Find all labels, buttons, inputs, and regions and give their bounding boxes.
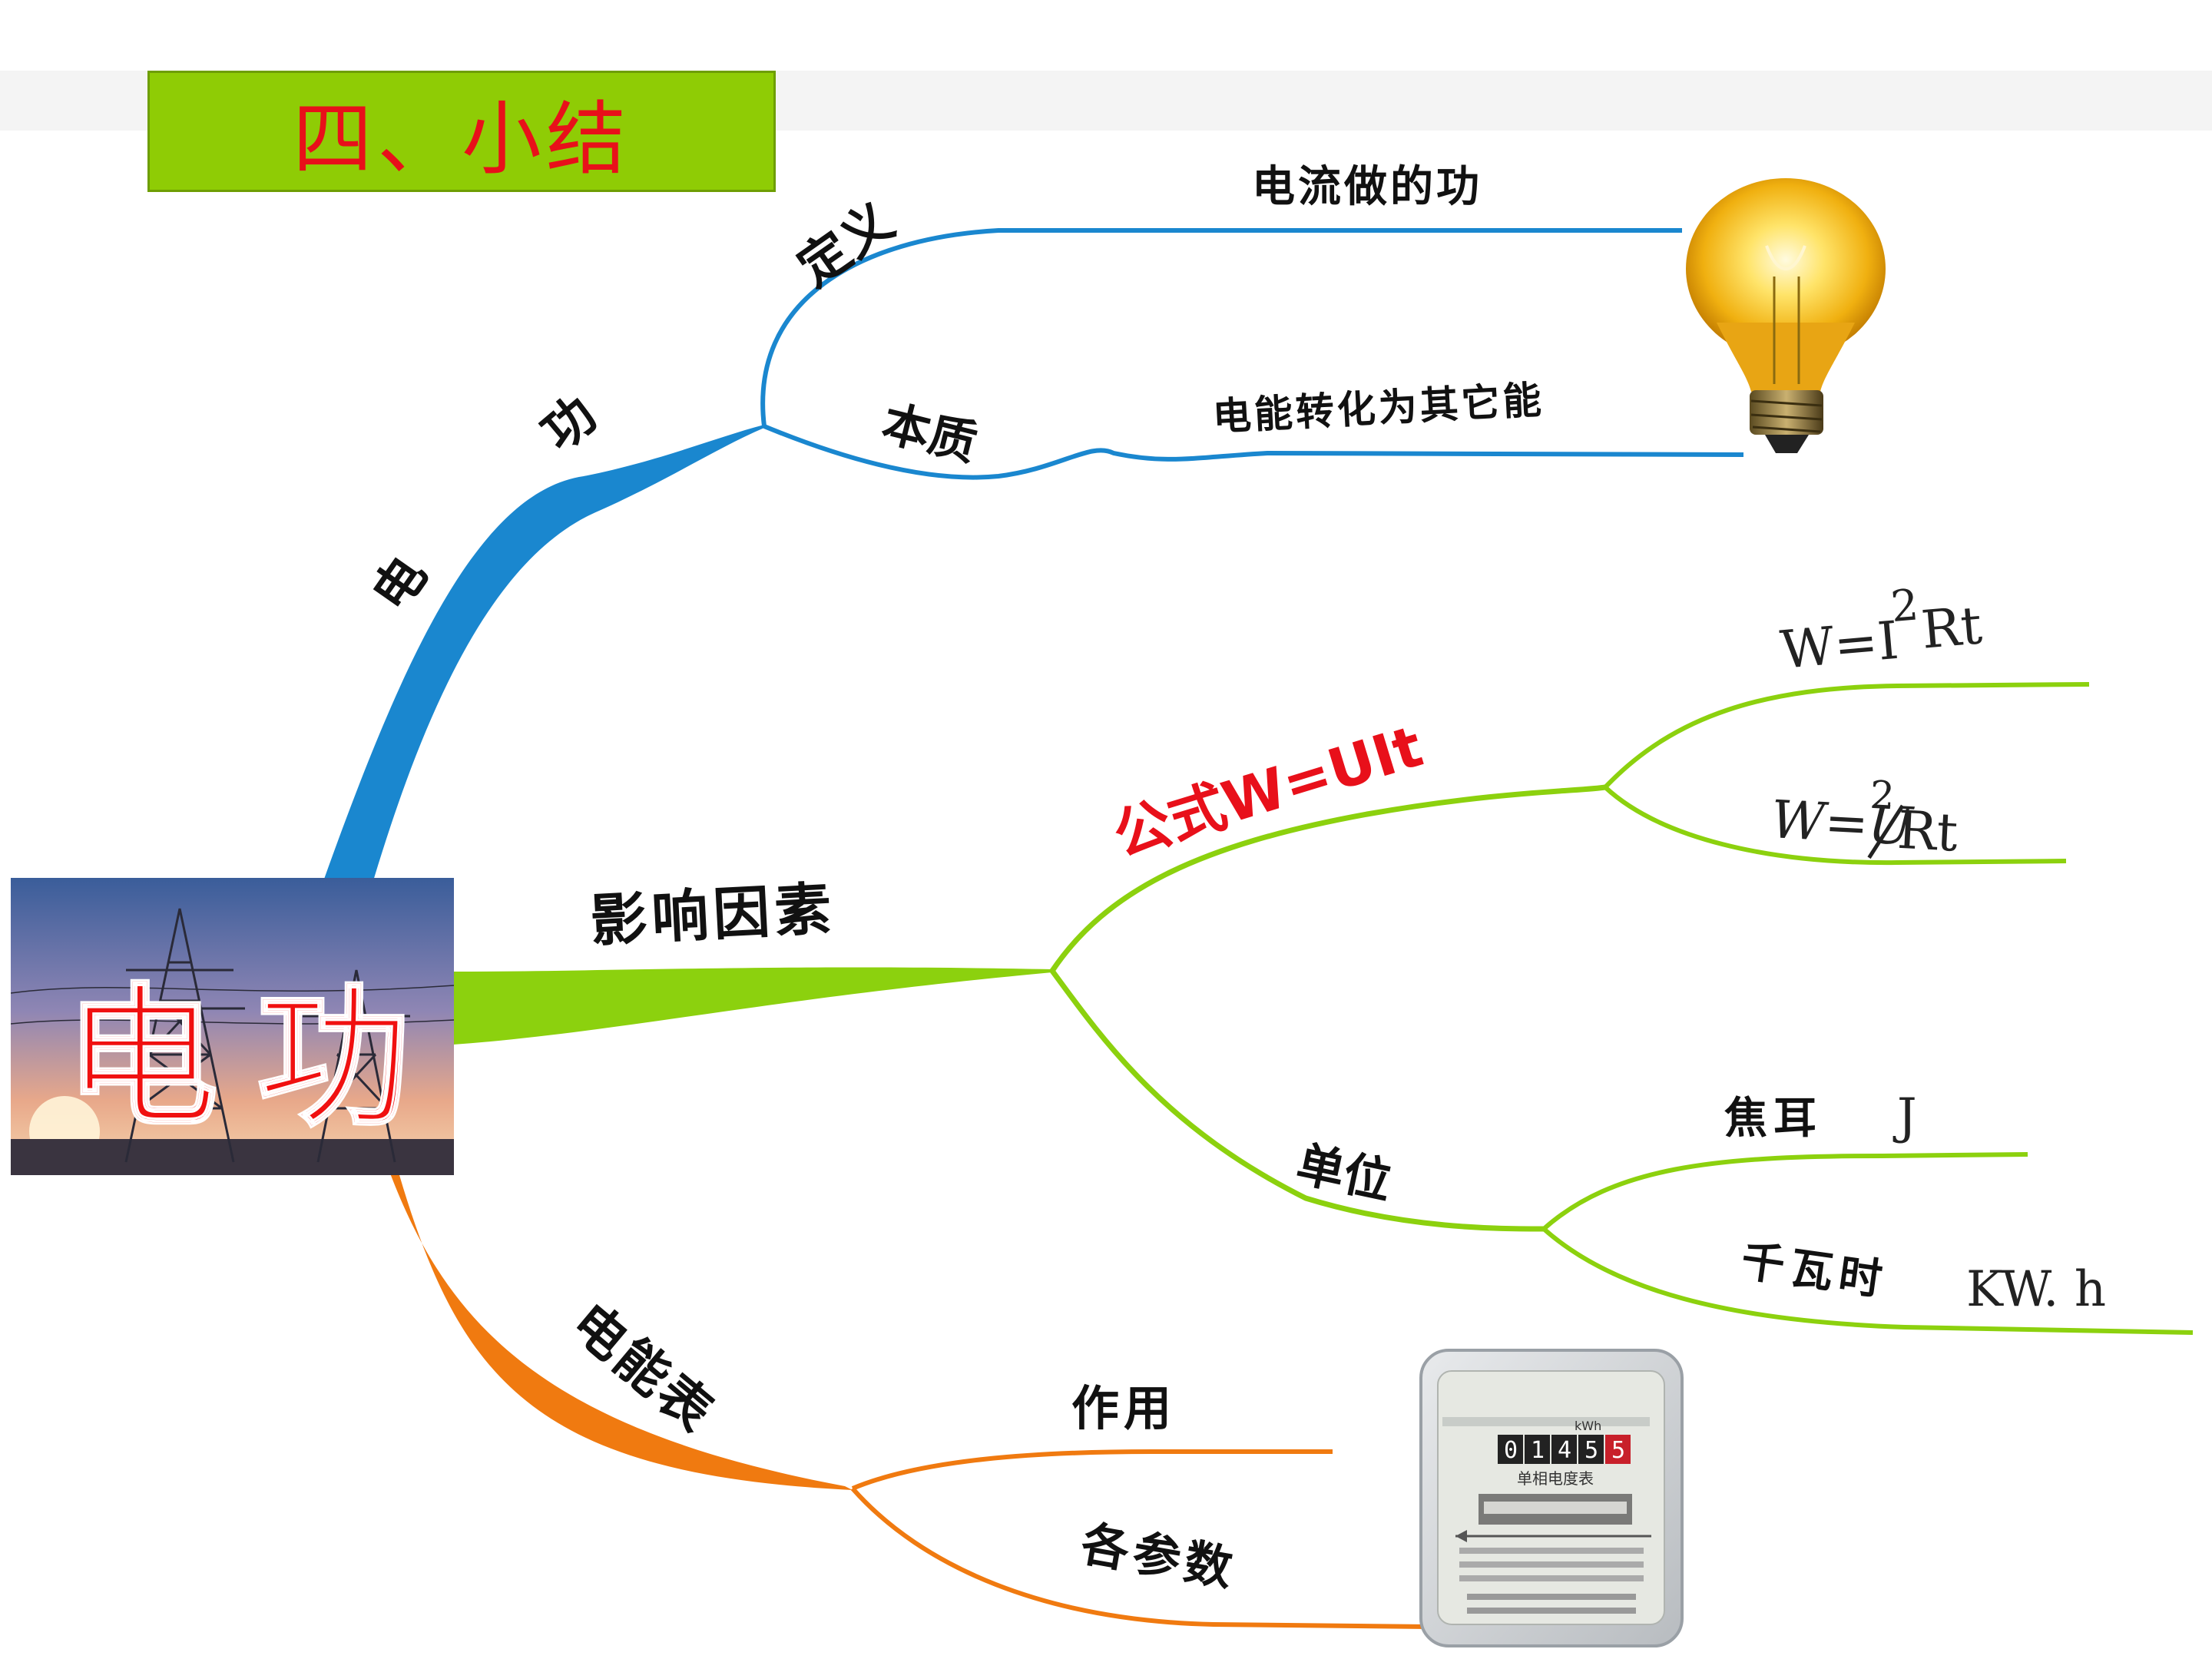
formula-2-sup: 2 bbox=[1869, 773, 1896, 819]
branch-f2-line bbox=[1603, 785, 2067, 866]
formula-1-sup: 2 bbox=[1889, 580, 1920, 632]
branch-jiaoer-line bbox=[1542, 1152, 2028, 1231]
branch-diangong-trunk bbox=[323, 425, 764, 883]
label-qianwashi: 千瓦时 bbox=[1738, 1236, 1891, 1306]
formula-2: W=U 2 Rt bbox=[1770, 773, 1959, 864]
formula-1-main: W=I bbox=[1778, 611, 1901, 681]
formula-2-rt: Rt bbox=[1896, 800, 1959, 864]
branch-benzhi-line bbox=[763, 424, 1744, 480]
title-box: 四、小结 bbox=[147, 71, 776, 192]
meter-name: 单相电度表 bbox=[1517, 1469, 1594, 1488]
formula-1: W=I 2 Rt bbox=[1778, 580, 1985, 681]
label-gong: 功 bbox=[531, 385, 608, 462]
branch-qianwashi-line bbox=[1542, 1227, 2194, 1335]
branch-diangong bbox=[323, 228, 1744, 883]
meter-digit: 4 bbox=[1558, 1437, 1571, 1464]
branch-dingyi-line bbox=[760, 228, 1682, 427]
branch-yingxiang-trunk bbox=[453, 967, 1052, 1045]
page-title: 四、小结 bbox=[292, 91, 631, 186]
meter-digit: 5 bbox=[1584, 1437, 1598, 1464]
branch-zuoyong-line bbox=[851, 1449, 1333, 1491]
label-qianwashi-unit: KW. h bbox=[1966, 1261, 2106, 1318]
meter-reading: 0 1 4 5 5 bbox=[1498, 1435, 1631, 1464]
branch-f1-line bbox=[1603, 682, 2090, 790]
label-gongshi: 公式W=UIt bbox=[1106, 714, 1430, 869]
electric-meter-image: 0 1 4 5 5 kWh 单相电度表 bbox=[1419, 1349, 1684, 1647]
label-jiaoer-unit: J bbox=[1892, 1088, 1917, 1145]
label-dian: 电 bbox=[361, 546, 439, 621]
label-zuoyong: 作用 bbox=[1071, 1380, 1176, 1436]
meter-digit: 5 bbox=[1611, 1437, 1625, 1464]
branch-gongshi-line bbox=[1050, 784, 1606, 972]
branch-canshu-line bbox=[850, 1487, 1429, 1629]
meter-digit: 1 bbox=[1531, 1437, 1545, 1464]
label-benzhi-leaf: 电能转化为其它能 bbox=[1212, 377, 1545, 439]
branch-biao bbox=[388, 1167, 1429, 1629]
label-jiaoer: 焦耳 bbox=[1724, 1094, 1823, 1144]
label-yingxiang: 影响因素 bbox=[588, 876, 837, 955]
center-title: 电功 bbox=[63, 969, 449, 1150]
light-bulb-image bbox=[1686, 178, 1886, 453]
meter-unit: kWh bbox=[1575, 1419, 1601, 1433]
branch-danwei-line bbox=[1050, 969, 1545, 1232]
label-dingyi: 定义 bbox=[787, 191, 904, 298]
label-benzhi: 本质 bbox=[876, 395, 982, 472]
power-tower-image bbox=[11, 878, 454, 1175]
formula-2-slash bbox=[1867, 804, 1905, 859]
label-dingyi-leaf: 电流做的功 bbox=[1252, 162, 1482, 212]
branch-yingxiang bbox=[453, 682, 2194, 1335]
branch-biao-trunk bbox=[388, 1167, 853, 1490]
center-node: 电功 bbox=[11, 878, 454, 1175]
label-canshu: 各参数 bbox=[1077, 1515, 1241, 1598]
meter-digit: 0 bbox=[1504, 1437, 1518, 1464]
formula-1-rt: Rt bbox=[1919, 595, 1984, 661]
